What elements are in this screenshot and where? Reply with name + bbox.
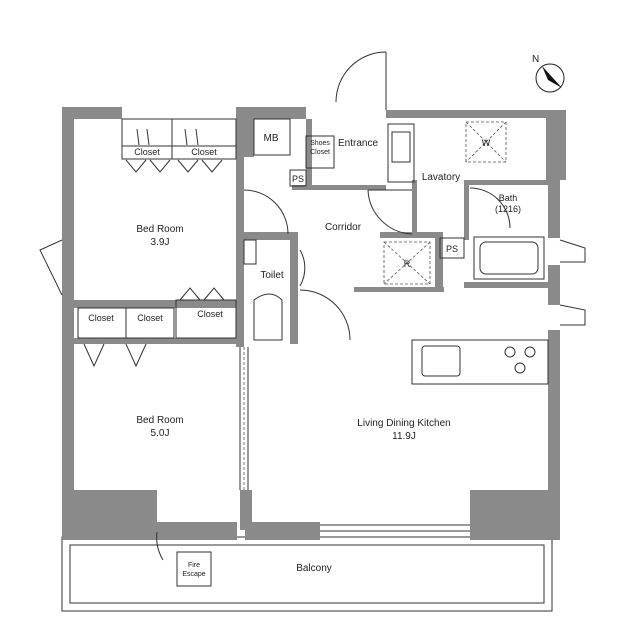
fire-escape-label-1: Fire <box>188 562 200 569</box>
interior-walls <box>74 119 550 347</box>
toilet-bowl <box>253 293 283 341</box>
bedroom2-name: Bed Room <box>136 415 183 426</box>
washer-space <box>465 121 507 163</box>
exterior-walls <box>62 107 566 540</box>
balcony-label: Balcony <box>296 563 332 574</box>
bathtub <box>473 236 545 280</box>
corridor-label: Corridor <box>325 222 362 233</box>
lavatory-label: Lavatory <box>422 172 460 183</box>
bath-size: (1216) <box>495 204 521 214</box>
ldk-size: 11.9J <box>392 431 416 442</box>
toilet-label: Toilet <box>260 270 284 281</box>
fire-escape-hatch <box>176 551 212 587</box>
ps-box-right <box>439 237 465 259</box>
mb-label: MB <box>264 133 279 144</box>
vanity <box>387 123 415 183</box>
fire-escape-label-2: Escape <box>182 571 205 578</box>
shoes-closet-label-2: Closet <box>310 149 330 156</box>
entrance-door <box>335 51 387 103</box>
closet-label-5: Closet <box>197 309 223 319</box>
washer-label: W <box>482 138 491 148</box>
closet-top-frame <box>121 118 237 160</box>
shoes-closet-label-1: Shoes <box>310 140 330 147</box>
closet-label-4: Closet <box>137 313 163 323</box>
compass: N <box>532 54 565 93</box>
closet-label-1: Closet <box>134 147 160 157</box>
closet-label-2: Closet <box>191 147 217 157</box>
kitchen-counter <box>411 339 549 385</box>
bath-name: Bath <box>499 193 518 203</box>
ldk-name: Living Dining Kitchen <box>357 418 450 429</box>
refrigerator-label: R <box>404 259 411 269</box>
bedroom2-size: 5.0J <box>151 428 170 439</box>
entrance-label: Entrance <box>338 138 378 149</box>
ps-left-label: PS <box>292 174 304 184</box>
ps-right-label: PS <box>446 244 458 254</box>
bedroom1-size: 3.9J <box>151 237 170 248</box>
compass-label: N <box>532 54 539 65</box>
mb-box <box>253 118 291 156</box>
bedroom1-name: Bed Room <box>136 224 183 235</box>
balcony-area <box>61 536 553 612</box>
north-arrow-icon <box>542 66 562 88</box>
closet-label-3: Closet <box>88 313 114 323</box>
refrigerator-space <box>383 241 431 285</box>
balcony-inner <box>69 544 545 604</box>
ps-box-left <box>289 169 307 187</box>
shoes-closet-box <box>305 135 335 169</box>
